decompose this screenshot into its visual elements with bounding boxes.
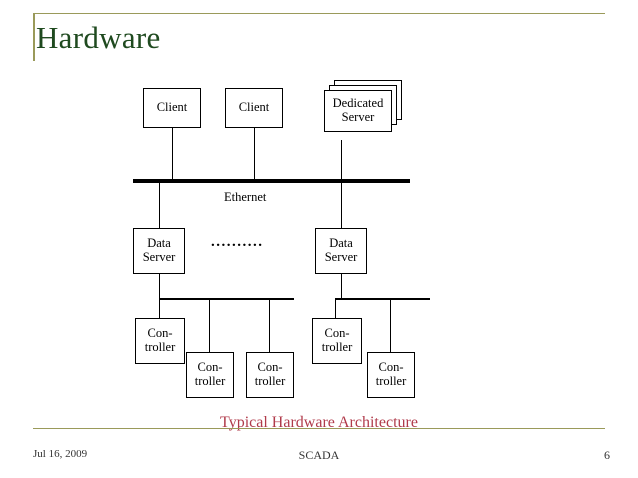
footer-divider [33,428,605,429]
footer-title: SCADA [298,448,340,462]
ethernet-bus-label: Ethernet [224,190,267,204]
node-controller-1: Con- troller [135,318,185,364]
wire-data-server-left-drop [159,274,160,299]
ethernet-bus [133,179,410,183]
wire-dedicated-server-to-bus [341,140,342,181]
title-accent-bar [33,13,35,61]
wire-bus-to-data-server-right [341,183,342,229]
node-client-1: Client [143,88,201,128]
node-dedicated-server: Dedicated Server [324,90,392,132]
wire-data-server-right-drop [341,274,342,299]
fieldbus-left [159,298,294,300]
wire-to-controller-2 [209,298,210,352]
page-title: Hardware [36,20,161,55]
title-divider [33,13,605,14]
fieldbus-right [335,298,430,300]
wire-to-controller-4 [335,298,336,320]
wire-to-controller-3 [269,298,270,352]
wire-client1-to-bus [172,128,173,181]
node-controller-2: Con- troller [186,352,234,398]
node-data-server-left: Data Server [133,228,185,274]
diagram-caption: Typical Hardware Architecture [220,414,418,431]
ellipsis-between-data-servers: .......... [211,234,264,250]
node-client-2: Client [225,88,283,128]
node-controller-3: Con- troller [246,352,294,398]
wire-bus-to-data-server-left [159,183,160,229]
node-controller-4: Con- troller [312,318,362,364]
fieldbus-left-end [293,298,294,300]
wire-client2-to-bus [254,128,255,181]
footer-page-number: 6 [604,448,610,462]
wire-to-controller-5 [390,298,391,352]
wire-to-controller-1 [159,298,160,320]
node-data-server-right: Data Server [315,228,367,274]
node-controller-5: Con- troller [367,352,415,398]
footer-date: Jul 16, 2009 [33,448,88,460]
